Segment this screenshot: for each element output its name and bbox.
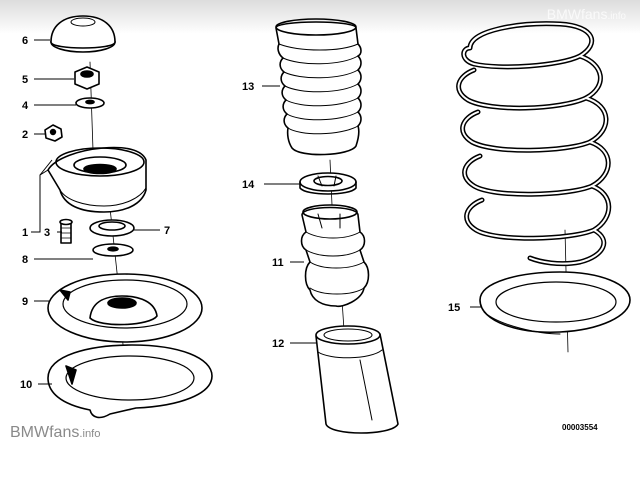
callout-part-1: 1 [22,227,28,239]
part-3-bolt [59,218,73,244]
part-10-lower-pad [47,344,213,419]
callout-part-13: 13 [242,81,254,93]
callout-part-7: 7 [164,225,170,237]
watermark-logo-bottom: BMWfans.info [10,424,101,441]
part-13-bellows [275,18,362,156]
part-4-washer [75,97,105,109]
callout-part-11: 11 [272,257,284,269]
callout-part-4: 4 [22,100,29,112]
callout-part-12: 12 [272,338,284,350]
part-7-ring [89,219,135,237]
leader-lines [31,39,482,385]
callout-part-6: 6 [22,35,28,47]
callout-part-14: 14 [242,179,255,191]
part-8-washer [92,243,134,257]
part-15-spring-pad [479,271,631,335]
callout-part-3: 3 [44,227,50,239]
callout-part-2: 2 [22,129,28,141]
callout-part-5: 5 [22,74,28,86]
part-5-nut [74,66,100,90]
part-11-bump-stop [300,204,370,308]
part-15-coil-spring-inner [457,22,610,265]
diagram-number: 00003554 [562,423,598,432]
part-2-nut [44,124,63,142]
callout-part-10: 10 [20,379,32,391]
part-9-spring-seat [47,273,203,343]
watermark-logo-top: BMWfans.info [546,6,626,22]
part-12-tube [315,325,399,434]
part-6-cap [50,15,116,53]
upper-mount [47,146,147,213]
callout-part-9: 9 [22,296,28,308]
callout-part-15: 15 [448,302,460,314]
part-14-ring [299,172,357,195]
callout-part-8: 8 [22,254,28,266]
